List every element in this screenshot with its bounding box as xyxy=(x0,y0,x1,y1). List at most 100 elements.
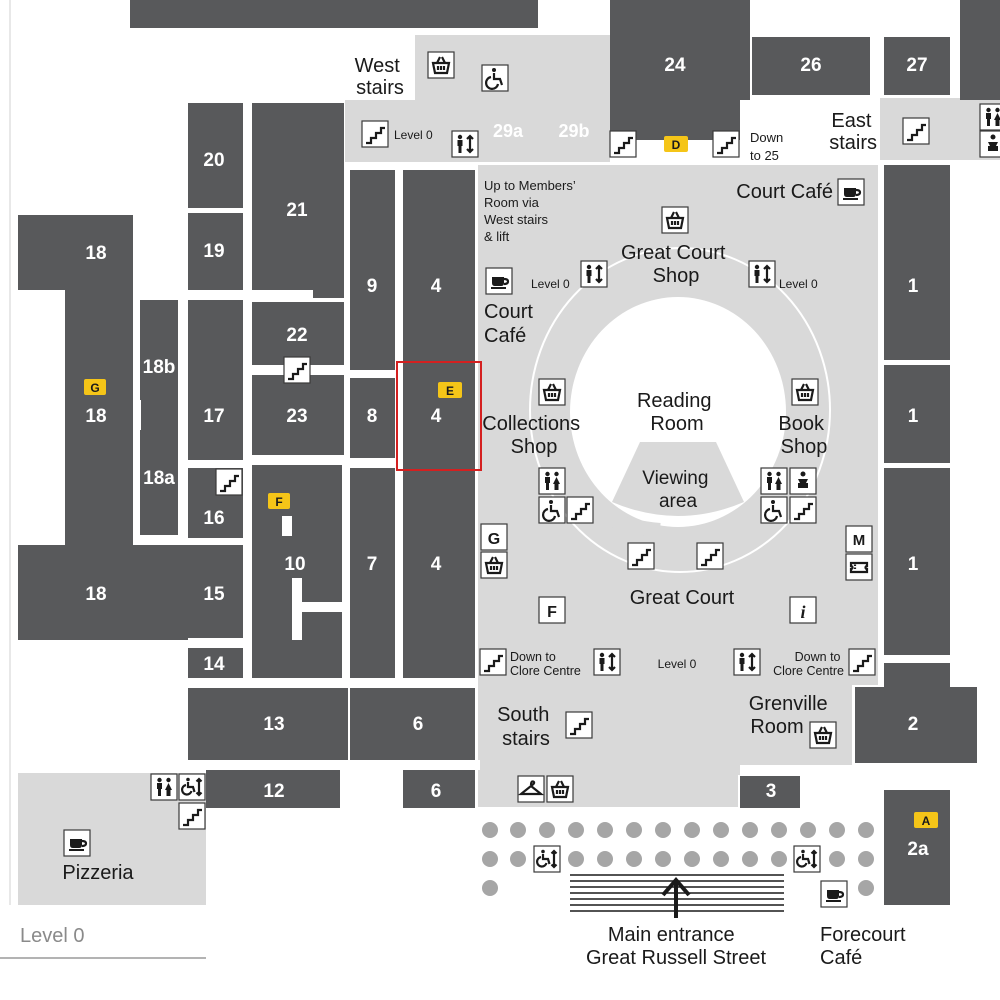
stairs-icon[interactable] xyxy=(360,119,390,149)
gallery-label-29a[interactable]: 29a xyxy=(493,121,524,141)
lift-icon[interactable] xyxy=(732,647,762,677)
gallery-9[interactable] xyxy=(350,170,395,370)
gallery-label-17[interactable]: 17 xyxy=(203,406,224,427)
gallery-1-ext[interactable] xyxy=(878,405,950,425)
stairs-icon[interactable] xyxy=(282,355,312,385)
gallery-4[interactable] xyxy=(403,170,475,678)
gallery-label-9[interactable]: 9 xyxy=(367,276,378,297)
gallery-2a[interactable] xyxy=(884,790,950,905)
gallery-label-21[interactable]: 21 xyxy=(286,200,308,221)
lift-icon[interactable] xyxy=(450,129,480,159)
south-stairs-area[interactable] xyxy=(478,685,740,775)
gallery-label-24[interactable]: 24 xyxy=(664,55,686,76)
gallery-label-18[interactable]: 18 xyxy=(85,243,106,264)
pizzeria-label[interactable]: Pizzeria xyxy=(62,862,134,884)
gallery-18-centre[interactable] xyxy=(65,290,133,545)
court-cafe-left-label[interactable]: Court Café xyxy=(484,301,538,347)
gallery-12[interactable] xyxy=(206,770,346,808)
stairs-icon[interactable] xyxy=(695,541,725,571)
gallery-17[interactable] xyxy=(140,300,250,460)
gallery-label-7[interactable]: 7 xyxy=(367,554,378,575)
gallery-label-1[interactable]: 1 xyxy=(908,276,919,297)
gallery-label-4[interactable]: 4 xyxy=(431,276,442,297)
gallery-label-27[interactable]: 27 xyxy=(906,55,927,76)
shop-basket-icon[interactable] xyxy=(537,377,567,407)
south-stairs-label[interactable]: South stairs xyxy=(497,704,555,750)
reading-room-label[interactable]: Reading Room xyxy=(637,390,717,435)
marker-f[interactable]: F xyxy=(275,495,282,509)
gallery-north-east[interactable] xyxy=(960,0,1000,100)
stairs-icon[interactable] xyxy=(901,116,931,146)
viewing-area-label[interactable]: Viewing area xyxy=(642,468,713,512)
letter-g-icon[interactable]: G xyxy=(488,531,500,548)
marker-e[interactable]: E xyxy=(446,384,454,398)
shop-basket-icon[interactable] xyxy=(660,205,690,235)
gallery-label-1[interactable]: 1 xyxy=(908,406,919,427)
wheelchair-access-icon[interactable] xyxy=(759,495,789,525)
court-cafe-top-label[interactable]: Court Café xyxy=(736,181,833,203)
gallery-label-14[interactable]: 14 xyxy=(203,654,225,675)
gallery-15[interactable] xyxy=(188,545,243,638)
marker-a[interactable]: A xyxy=(922,814,931,828)
great-court-shop-label[interactable]: Great Court Shop xyxy=(621,242,731,287)
gallery-23[interactable] xyxy=(252,375,344,455)
gallery-24[interactable] xyxy=(610,0,740,140)
gallery-label-2a[interactable]: 2a xyxy=(907,839,929,860)
pizzeria-area[interactable] xyxy=(18,773,206,905)
stairs-icon[interactable] xyxy=(711,129,741,159)
gallery-label-18a[interactable]: 18a xyxy=(143,468,175,489)
gallery-label-12[interactable]: 12 xyxy=(263,781,284,802)
gallery-label-8[interactable]: 8 xyxy=(367,406,378,427)
stairs-icon[interactable] xyxy=(626,541,656,571)
lift-icon[interactable] xyxy=(579,259,609,289)
stairs-icon[interactable] xyxy=(608,129,638,159)
gallery-label-18[interactable]: 18 xyxy=(85,584,106,605)
stairs-icon[interactable] xyxy=(564,710,594,740)
gallery-2[interactable] xyxy=(855,687,977,763)
gallery-14[interactable] xyxy=(188,648,243,678)
gallery-label-29b[interactable]: 29b xyxy=(558,121,589,141)
grenville-room-label[interactable]: Grenville Room xyxy=(749,693,833,738)
gallery-18-south[interactable] xyxy=(18,545,188,640)
reading-room[interactable] xyxy=(570,297,786,527)
collections-shop-label[interactable]: Collections Shop xyxy=(482,413,585,458)
accessible-lift-icon[interactable] xyxy=(792,844,822,874)
stairs-icon[interactable] xyxy=(177,801,207,831)
cafe-cup-icon[interactable] xyxy=(62,828,92,858)
letter-f-icon[interactable]: F xyxy=(547,604,557,621)
gallery-10[interactable] xyxy=(252,465,342,678)
gallery-label-6[interactable]: 6 xyxy=(413,714,424,735)
gallery-label-4[interactable]: 4 xyxy=(431,554,442,575)
ticket-icon[interactable] xyxy=(844,552,874,582)
gallery-label-6[interactable]: 6 xyxy=(431,781,442,802)
gallery-21[interactable] xyxy=(252,103,344,298)
gallery-18-north[interactable] xyxy=(18,215,133,290)
wheelchair-access-icon[interactable] xyxy=(537,495,567,525)
stairs-icon[interactable] xyxy=(847,647,877,677)
stairs-icon[interactable] xyxy=(214,467,244,497)
toilets-icon[interactable] xyxy=(538,467,566,495)
gallery-label-1[interactable]: 1 xyxy=(908,554,919,575)
selected-room-highlight[interactable] xyxy=(396,361,482,471)
gallery-13[interactable] xyxy=(188,688,348,760)
east-stairs-label[interactable]: East stairs xyxy=(829,110,877,154)
gallery-19[interactable] xyxy=(188,212,243,290)
book-shop-label[interactable]: Book Shop xyxy=(778,413,829,458)
toilets-icon[interactable] xyxy=(150,773,178,801)
gallery-label-26[interactable]: 26 xyxy=(800,55,821,76)
shop-basket-icon[interactable] xyxy=(808,720,838,750)
shop-basket-icon[interactable] xyxy=(790,377,820,407)
accessible-lift-icon[interactable] xyxy=(177,772,207,802)
west-stairs-label[interactable]: West stairs xyxy=(355,55,406,99)
gallery-label-2[interactable]: 2 xyxy=(908,714,919,735)
gallery-label-4[interactable]: 4 xyxy=(431,406,442,427)
gallery-label-13[interactable]: 13 xyxy=(263,714,284,735)
gallery-label-19[interactable]: 19 xyxy=(203,241,224,262)
wheelchair-access-icon[interactable] xyxy=(480,63,510,93)
letter-m-icon[interactable]: M xyxy=(853,532,866,549)
gallery-8[interactable] xyxy=(350,378,395,458)
gallery-6-south[interactable] xyxy=(403,770,475,808)
gallery-7[interactable] xyxy=(350,468,395,678)
accessible-lift-icon[interactable] xyxy=(532,844,562,874)
gallery-22[interactable] xyxy=(252,302,344,365)
